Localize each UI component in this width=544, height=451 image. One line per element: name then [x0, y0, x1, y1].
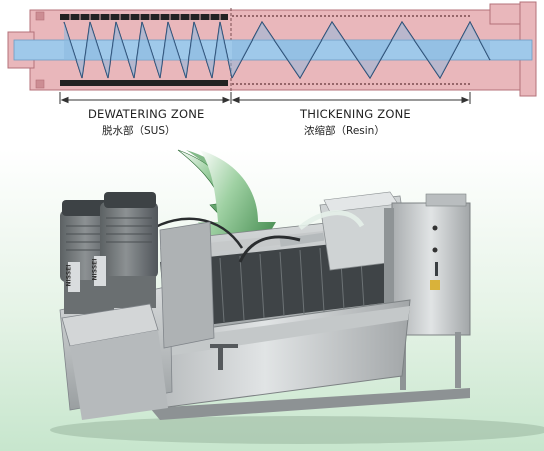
thickening-zone-label: THICKENING ZONE — [300, 107, 411, 121]
hose-2 — [149, 217, 244, 249]
ring-stack-bottom — [60, 80, 228, 86]
outlet-port — [35, 79, 45, 89]
flight-fill-dewatering — [64, 22, 232, 78]
panel-warning-label — [430, 280, 440, 290]
discharge-chute-lower — [70, 330, 168, 420]
floor-shadow — [50, 416, 544, 444]
control-panel-side — [384, 208, 394, 334]
dewatering-zone-sublabel: 脱水部（SUS） — [102, 125, 176, 137]
motor-right-nameplate — [94, 256, 106, 286]
motor-right — [100, 192, 158, 308]
zone-dimension-lines — [59, 92, 471, 104]
motor-left-nameplate-text: NISSEI — [65, 264, 73, 287]
dewatering-zone-label: DEWATERING ZONE — [88, 107, 205, 121]
hose-1 — [238, 235, 301, 263]
inlet-port — [35, 11, 45, 21]
ring-stack-top — [60, 14, 228, 20]
panel-top-box — [425, 193, 467, 207]
machine-photo — [50, 191, 544, 444]
drain-handle-post — [218, 344, 223, 370]
motor-right-cap — [104, 192, 156, 208]
panel-handle — [435, 262, 438, 276]
ring-ticks-top — [69, 14, 221, 20]
motor-right-nameplate-text: NISSEI — [91, 258, 99, 281]
feed-pipe — [279, 232, 325, 247]
clear-pipe — [298, 210, 365, 230]
left-support — [159, 221, 215, 349]
motor-right-fins — [106, 217, 152, 243]
motor-left-nameplate — [68, 262, 80, 292]
panel-leg-right — [455, 332, 461, 388]
flight-fill-thickening — [232, 22, 490, 78]
panel-indicator-1 — [432, 225, 438, 231]
motor-right-body — [100, 202, 158, 278]
drain-handle-bar — [210, 344, 238, 348]
motor-right-gearbox — [104, 276, 156, 308]
drip-tray-front — [160, 306, 410, 356]
screw-schematic — [7, 1, 537, 97]
base-frame — [150, 388, 470, 420]
thickening-zone-sublabel: 浓缩部（Resin） — [304, 125, 385, 137]
panel-indicator-2 — [432, 247, 438, 253]
